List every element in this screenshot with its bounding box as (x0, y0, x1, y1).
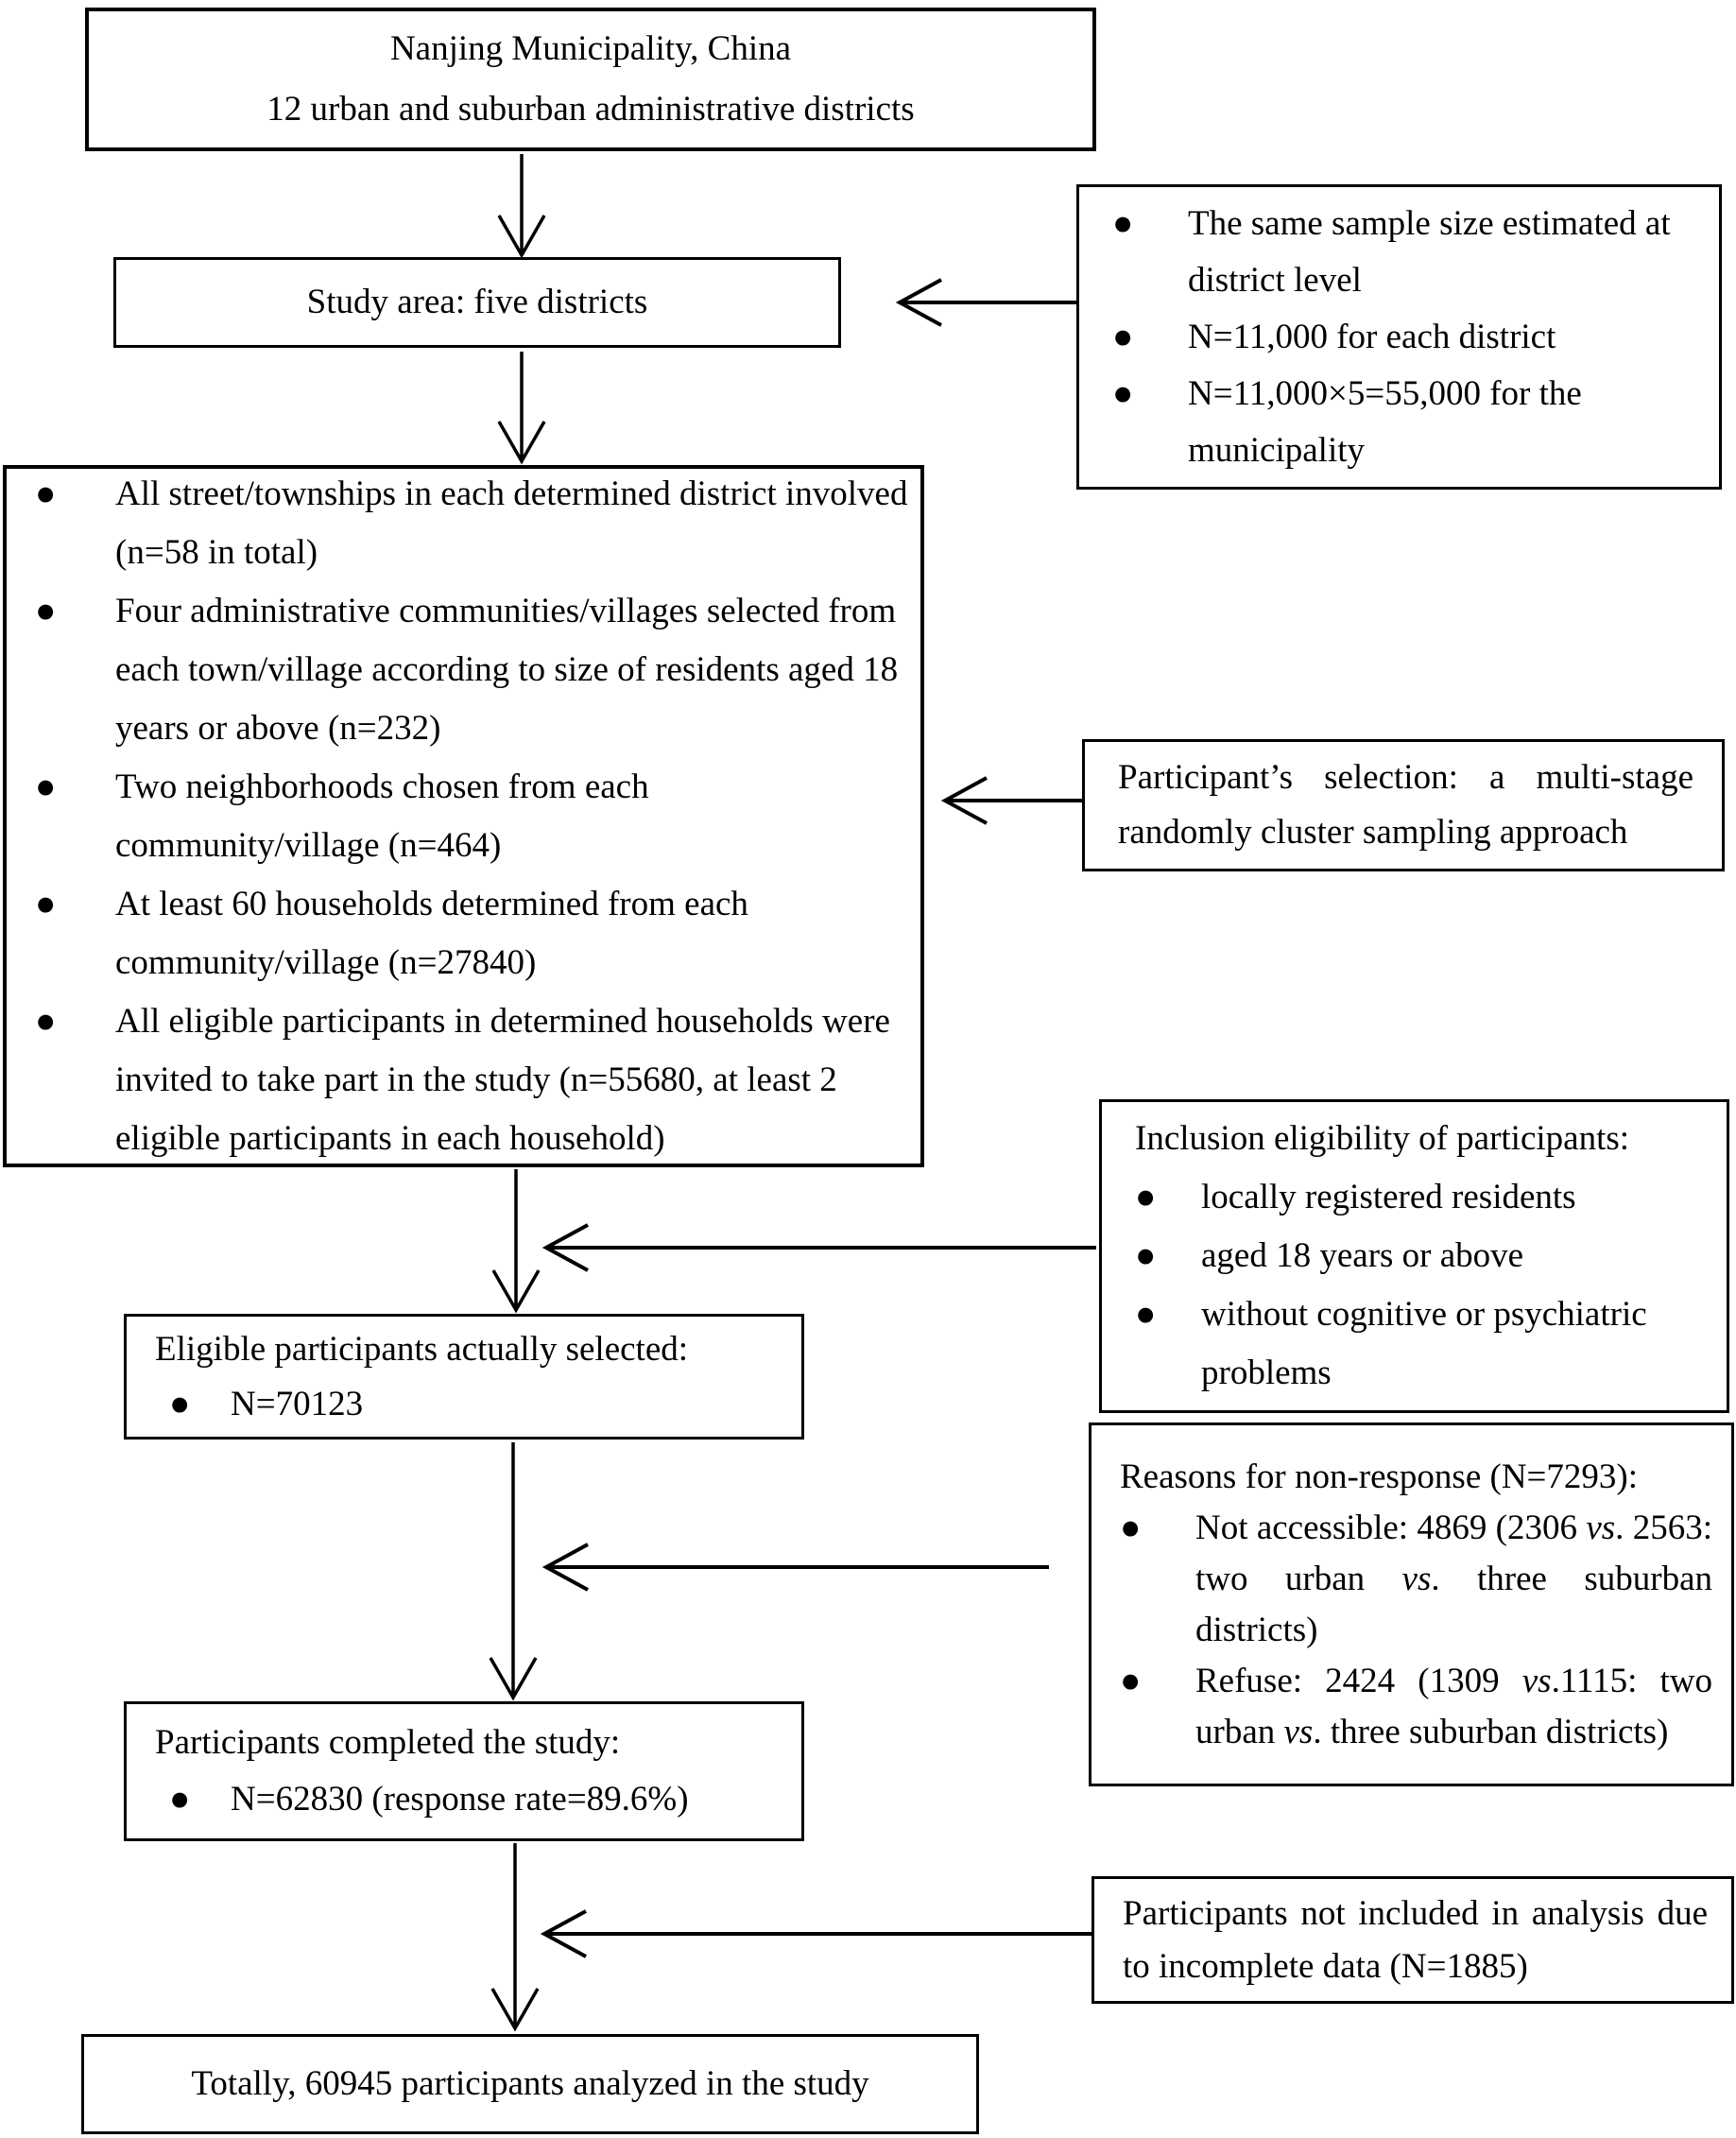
bullet-text: aged 18 years or above (1201, 1236, 1524, 1275)
bullet-icon: ● (1135, 1295, 1157, 1334)
list-item: ● The same sample size estimated at dist… (1112, 196, 1705, 309)
bullet-text: Refuse: 2424 (1309 vs.1115: two urban vs… (1195, 1661, 1712, 1751)
bullet-icon: ● (1120, 1508, 1142, 1547)
bullet-text: All street/townships in each determined … (115, 474, 908, 572)
list-item: ● N=62830 (response rate=89.6%) (169, 1771, 787, 1828)
arrow-studyarea-to-sampling (497, 352, 546, 465)
bullet-icon: ● (35, 1001, 57, 1041)
arrow-excluded-to-flowline (540, 1909, 1091, 1958)
bullet-text: N=62830 (response rate=89.6%) (231, 1780, 689, 1819)
bullet-icon: ● (1120, 1661, 1142, 1700)
box-excluded-analysis: Participants not included in analysis du… (1091, 1876, 1734, 2004)
bullet-icon: ● (1112, 317, 1134, 356)
box-eligible-selected: Eligible participants actually selected:… (124, 1314, 804, 1440)
bullet-icon: ● (35, 591, 57, 630)
arrow-selection-to-sampling (940, 776, 1082, 825)
study-area-text: Study area: five districts (306, 283, 648, 321)
arrow-eligible-to-completed (489, 1442, 538, 1701)
bullet-text: N=70123 (231, 1384, 364, 1423)
bullet-icon: ● (169, 1384, 191, 1423)
municipality-line2: 12 urban and suburban administrative dis… (266, 90, 915, 129)
bullet-text: without cognitive or psychiatric problem… (1201, 1295, 1647, 1392)
bullet-text: All eligible participants in determined … (115, 1001, 890, 1158)
nonresponse-title: Reasons for non-response (N=7293): (1120, 1457, 1639, 1496)
box-total-analyzed: Totally, 60945 participants analyzed in … (81, 2034, 979, 2134)
bullet-icon: ● (35, 474, 57, 513)
inclusion-title: Inclusion eligibility of participants: (1135, 1119, 1630, 1158)
list-item: ● Four administrative communities/villag… (35, 582, 911, 758)
box-sampling-stages: ● All street/townships in each determine… (3, 465, 924, 1167)
list-item: ● Two neighborhoods chosen from each com… (35, 758, 911, 875)
eligible-selected-title: Eligible participants actually selected: (155, 1329, 689, 1369)
bullet-icon: ● (35, 884, 57, 923)
list-item: ● At least 60 households determined from… (35, 875, 911, 992)
bullet-text: Four administrative communities/villages… (115, 591, 899, 748)
list-item: ● without cognitive or psychiatric probl… (1135, 1285, 1708, 1403)
box-inclusion-eligibility: Inclusion eligibility of participants: ●… (1099, 1099, 1729, 1413)
bullet-text: N=11,000 for each district (1188, 317, 1556, 356)
municipality-line1: Nanjing Municipality, China (389, 29, 792, 68)
list-item: ● N=11,000×5=55,000 for the municipality (1112, 366, 1705, 479)
list-item: ● Refuse: 2424 (1309 vs.1115: two urban … (1120, 1656, 1712, 1758)
box-completed-study: Participants completed the study: ● N=62… (124, 1701, 804, 1841)
list-item: ● aged 18 years or above (1135, 1227, 1708, 1285)
box-nanjing-municipality: Nanjing Municipality, China 12 urban and… (85, 8, 1096, 151)
bullet-icon: ● (35, 767, 57, 806)
arrow-samplesize-to-studyarea (895, 278, 1076, 327)
list-item: ● N=11,000 for each district (1112, 309, 1705, 366)
bullet-text: Not accessible: 4869 (2306 vs. 2563: two… (1195, 1508, 1713, 1649)
completed-study-title: Participants completed the study: (155, 1723, 621, 1762)
bullet-icon: ● (1112, 373, 1134, 413)
arrow-completed-to-total (490, 1843, 540, 2032)
excluded-analysis-text: Participants not included in analysis du… (1123, 1893, 1708, 1986)
participant-selection-text: Participant’s selection: a multi-stage r… (1118, 758, 1693, 852)
list-item: ● All eligible participants in determine… (35, 992, 911, 1168)
arrow-sampling-to-eligible (491, 1169, 541, 1314)
bullet-icon: ● (169, 1780, 191, 1819)
arrow-inclusion-to-flowline (541, 1223, 1096, 1272)
list-item: ● N=70123 (169, 1377, 787, 1432)
bullet-icon: ● (1135, 1178, 1157, 1216)
box-nonresponse-reasons: Reasons for non-response (N=7293): ● Not… (1089, 1422, 1734, 1786)
bullet-text: locally registered residents (1201, 1178, 1576, 1216)
box-participant-selection: Participant’s selection: a multi-stage r… (1082, 739, 1725, 871)
list-item: ● locally registered residents (1135, 1168, 1708, 1227)
box-study-area: Study area: five districts (113, 257, 841, 348)
arrow-top-to-studyarea (497, 154, 546, 259)
arrow-nonresponse-to-flowline (541, 1543, 1049, 1592)
bullet-icon: ● (1112, 203, 1134, 243)
total-analyzed-text: Totally, 60945 participants analyzed in … (191, 2064, 869, 2103)
list-item: ● Not accessible: 4869 (2306 vs. 2563: t… (1120, 1503, 1712, 1656)
bullet-text: The same sample size estimated at distri… (1188, 203, 1671, 300)
bullet-text: At least 60 households determined from e… (115, 884, 748, 982)
bullet-text: Two neighborhoods chosen from each commu… (115, 767, 649, 865)
list-item: ● All street/townships in each determine… (35, 465, 911, 582)
box-sample-size: ● The same sample size estimated at dist… (1076, 184, 1722, 490)
bullet-text: N=11,000×5=55,000 for the municipality (1188, 373, 1582, 470)
bullet-icon: ● (1135, 1236, 1157, 1275)
